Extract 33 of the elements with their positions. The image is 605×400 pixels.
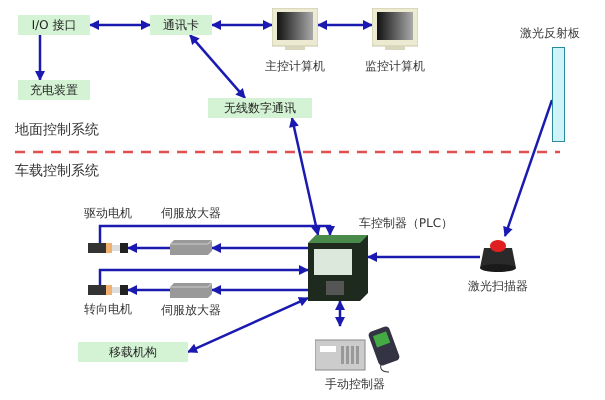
arrow bbox=[189, 34, 246, 99]
label-box: 通讯卡 bbox=[150, 15, 212, 35]
arrow bbox=[335, 300, 345, 327]
device-label: 伺服放大器 bbox=[160, 302, 222, 319]
arrow bbox=[289, 117, 321, 236]
arrow bbox=[367, 252, 480, 262]
arrow bbox=[503, 100, 554, 237]
label-box: 无线数字通讯 bbox=[208, 98, 312, 118]
arrow bbox=[187, 296, 309, 354]
device-label: 激光扫描器 bbox=[467, 278, 529, 295]
device-label: 车控制器（PLC） bbox=[358, 215, 454, 232]
device-label: 监控计算机 bbox=[364, 58, 426, 75]
label-box: I/O 接口 bbox=[18, 15, 90, 35]
label-box: 充电装置 bbox=[18, 80, 90, 100]
device-label: 主控计算机 bbox=[264, 58, 326, 75]
arrow bbox=[211, 20, 273, 30]
device-label: 转向电机 bbox=[83, 301, 133, 318]
device-label: 手动控制器 bbox=[324, 376, 386, 393]
arrow bbox=[211, 285, 308, 295]
arrow bbox=[98, 224, 335, 243]
arrow bbox=[127, 243, 170, 253]
section-title: 车载控制系统 bbox=[15, 162, 99, 180]
arrow bbox=[98, 265, 309, 285]
device-label: 激光反射板 bbox=[519, 25, 581, 42]
arrow bbox=[317, 20, 373, 30]
arrow bbox=[127, 285, 170, 295]
device-label: 伺服放大器 bbox=[160, 205, 222, 222]
arrow bbox=[211, 243, 308, 253]
arrow bbox=[35, 35, 45, 81]
label-box: 移载机构 bbox=[78, 342, 188, 362]
device-label: 驱动电机 bbox=[83, 205, 133, 222]
arrow bbox=[89, 20, 151, 30]
section-title: 地面控制系统 bbox=[15, 121, 99, 139]
